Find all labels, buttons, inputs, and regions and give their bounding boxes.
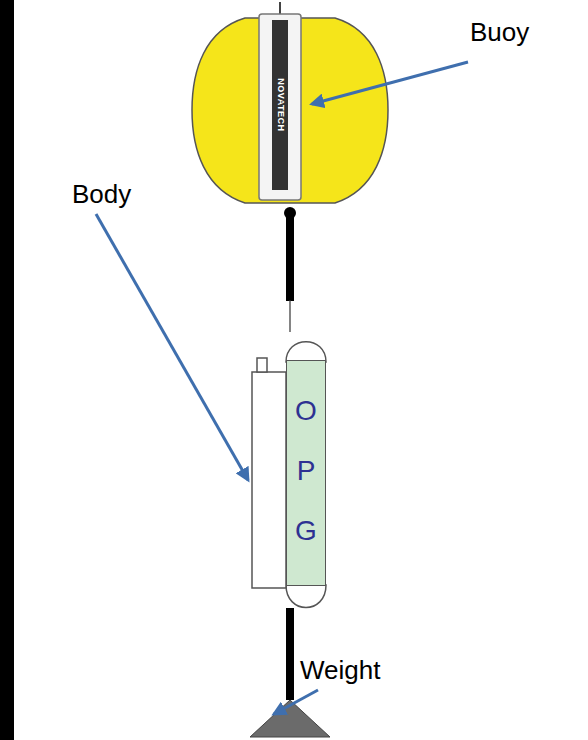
body-lettering: O P G bbox=[292, 381, 320, 561]
part-label: Body bbox=[72, 180, 131, 209]
beacon-housing bbox=[259, 14, 301, 200]
frame-bar bbox=[0, 0, 14, 740]
leader-arrow bbox=[312, 62, 468, 104]
lower-rod bbox=[286, 608, 294, 700]
tether bbox=[289, 300, 290, 332]
brand-text: NOVATECH bbox=[275, 78, 285, 131]
capsule-bottom bbox=[286, 585, 326, 608]
side-tab bbox=[257, 358, 267, 372]
instrument-body: O P G bbox=[286, 360, 326, 586]
capsule-top bbox=[286, 342, 326, 362]
leader-arrow bbox=[96, 214, 248, 480]
part-label: Weight bbox=[300, 656, 380, 685]
upper-rod bbox=[286, 215, 294, 301]
beacon-core bbox=[272, 20, 288, 190]
leader-arrow bbox=[274, 690, 318, 714]
side-housing bbox=[252, 372, 286, 588]
part-label: Buoy bbox=[470, 18, 529, 47]
